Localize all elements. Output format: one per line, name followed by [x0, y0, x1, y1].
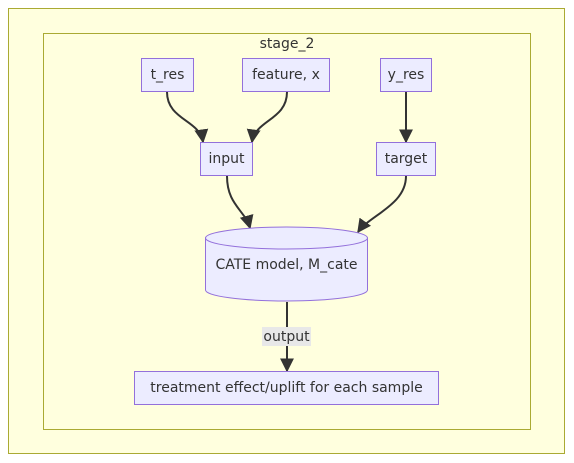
- node-input: input: [200, 142, 253, 176]
- edge-target-to-cate-model: [357, 175, 407, 234]
- edge-input-to-cate-model: [226, 175, 254, 230]
- subgraph-title: stage_2: [259, 36, 315, 52]
- edge-feature-to-input: [246, 91, 288, 144]
- node-uplift: treatment effect/uplift for each sample: [134, 371, 439, 405]
- node-y-res: y_res: [380, 58, 432, 92]
- edge-t-res-to-input: [166, 91, 209, 144]
- node-cate-model-label: CATE model, M_cate: [215, 257, 358, 273]
- edge-label-output: output: [262, 327, 311, 346]
- node-feature-x: feature, x: [242, 58, 330, 92]
- cate-model-cylinder-body: [205, 238, 368, 302]
- node-t-res: t_res: [141, 58, 194, 92]
- node-target: target: [376, 142, 436, 176]
- cate-model-cylinder-top: [205, 226, 368, 250]
